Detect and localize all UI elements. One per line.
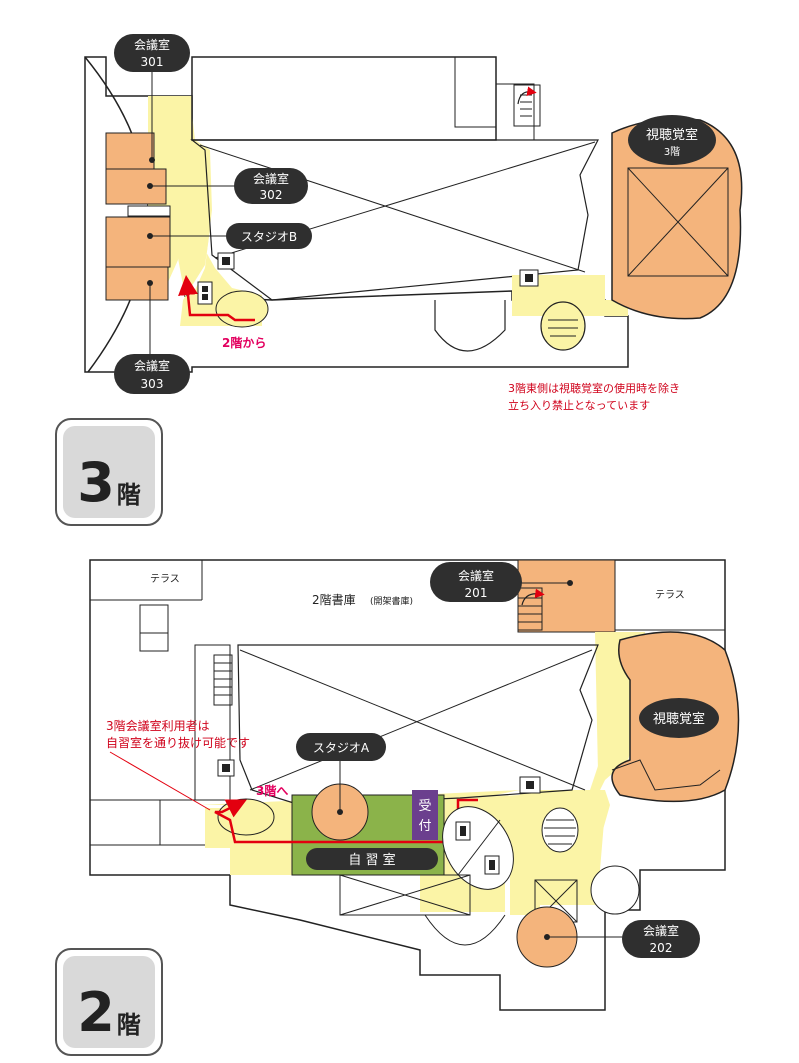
f3-corridor-east <box>512 275 628 316</box>
room-201-num: 201 <box>465 586 488 600</box>
floor-2-badge-kai: 階 <box>116 1011 141 1039</box>
room-201-name: 会議室 <box>458 568 494 583</box>
room-301-name: 会議室 <box>134 37 170 52</box>
av-room-2f-name: 視聴覚室 <box>653 711 705 727</box>
floor-2-note-line-2: 自習室を通り抜け可能です <box>106 736 251 750</box>
room-301-num: 301 <box>141 55 164 69</box>
reception-char-1: 受 <box>418 799 431 814</box>
f3-north-block <box>191 56 497 141</box>
pill-study-room <box>306 848 438 870</box>
pill-room-301 <box>114 34 190 72</box>
floor-2-badge-number: 2 <box>77 981 115 1044</box>
route-arrow-icon <box>214 798 478 844</box>
floor-3-badge: 3 階 <box>55 418 163 526</box>
spiral-stair-icon <box>541 807 579 853</box>
floor-3-badge-kai: 階 <box>116 481 141 509</box>
floor-3-note-line-1: 3階東側は視聴覚室の使用時を除き <box>508 382 680 395</box>
floor-3-note-line-2: 立ち入り禁止となっています <box>508 399 651 412</box>
av-room-3f-floor: 3階 <box>664 146 680 158</box>
f3-stair-oval <box>215 290 269 328</box>
room-303-name: 会議室 <box>134 358 170 373</box>
pill-room-201 <box>430 562 522 602</box>
route-arrow-icon <box>178 275 255 322</box>
reception-char-2: 付 <box>418 819 431 834</box>
floor-2-note-line-1: 3階会議室利用者は <box>106 719 210 733</box>
room-302-name: 会議室 <box>253 171 289 186</box>
staircase-icon <box>513 84 541 127</box>
library-main-label: 2階書庫 <box>312 592 356 607</box>
f3-void-x1 <box>199 144 586 273</box>
pill-studio-a <box>296 733 386 761</box>
floor-3-note: 3階東側は視聴覚室の使用時を除き 立ち入り禁止となっています <box>508 380 680 414</box>
room-202-num: 202 <box>650 941 673 955</box>
pill-room-302 <box>234 168 308 204</box>
staircase-icon <box>520 94 532 117</box>
floor-3-badge-number: 3 <box>77 451 115 514</box>
terrace-left-label: テラス <box>150 573 180 585</box>
pill-av-room-3f <box>628 115 716 165</box>
terrace-right-label: テラス <box>655 589 685 601</box>
f3-semicircle <box>434 300 506 352</box>
f3-corridor-strip <box>150 96 262 326</box>
library-sub-label: (開架書庫) <box>370 595 413 607</box>
room-302-num: 302 <box>260 188 283 202</box>
pill-av-room-2f <box>639 698 719 738</box>
room-202-name: 会議室 <box>643 923 679 938</box>
f3-room-302b <box>105 216 171 268</box>
pill-room-303 <box>114 354 190 394</box>
studio-b-label: スタジオB <box>241 230 297 244</box>
f3-room-gap <box>127 205 171 217</box>
study-room-label: 自 習 室 <box>348 852 395 868</box>
floor-2-note: 3階会議室利用者は 自習室を通り抜け可能です <box>106 718 250 752</box>
from-2f-label: 2階から <box>222 335 266 350</box>
f3-north-stair-block <box>454 56 497 128</box>
pill-studio-b <box>226 223 312 249</box>
staircase-icon <box>517 587 543 631</box>
f3-north-block-2 <box>495 83 535 141</box>
f2-outline <box>89 559 726 1011</box>
f3-room-303 <box>105 266 169 301</box>
room-303-num: 303 <box>141 377 164 391</box>
studio-a-label: スタジオA <box>313 741 370 755</box>
floor-2-badge: 2 階 <box>55 948 163 1056</box>
route-arrow-icon <box>517 86 537 105</box>
f2-room-201 <box>517 559 616 633</box>
toilet-icon <box>197 281 213 305</box>
floor-2-plan: テラス 2階書庫 (開架書庫) テラス 会議室 201 スタジオA 視聴覚室 3… <box>89 559 740 1011</box>
to-3f-label: 3階へ <box>256 783 288 798</box>
f2-reception <box>412 790 438 840</box>
f2-void <box>237 644 599 806</box>
f3-room-301 <box>105 132 155 170</box>
f2-corridor-east <box>520 632 650 905</box>
staircase-icon <box>213 654 233 706</box>
av-room-3f-name: 視聴覚室 <box>646 127 698 143</box>
f2-corridor <box>200 632 640 915</box>
spiral-stair-icon <box>540 301 586 351</box>
pill-room-202 <box>622 920 700 958</box>
floor-3-plan: 会議室 301 会議室 302 スタジオB 会議室 303 視聴覚室 3階 2階… <box>84 34 743 394</box>
